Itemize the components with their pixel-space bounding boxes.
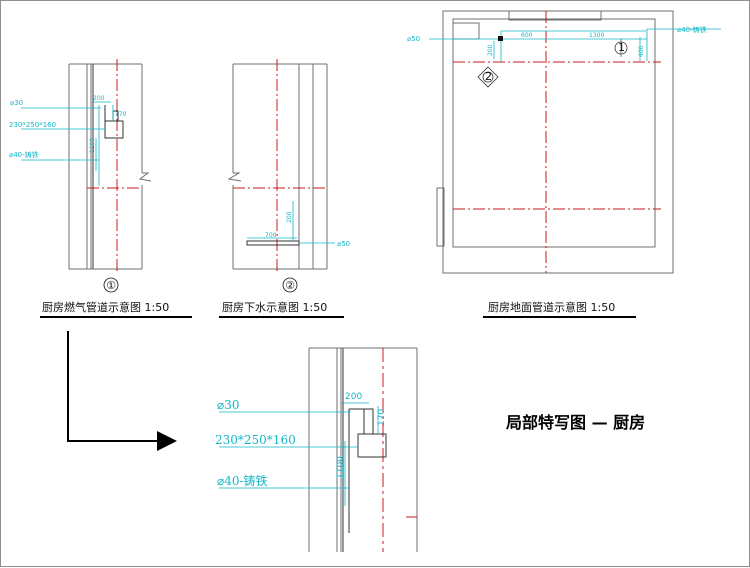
detail-dim-top: 200 xyxy=(345,392,362,402)
drain-dim-horizontal: 700 xyxy=(265,232,277,239)
marker-1: 1 xyxy=(614,39,628,57)
view-floor-plan: ⌀50 ⌀40-铸铁 600 1300 400 200 1 2 厨房地面管道示意… xyxy=(407,10,721,318)
gas-dim-top: 200 xyxy=(93,95,105,102)
plan-dim-1: 600 xyxy=(521,32,533,39)
detail-pipe-main-label: ⌀40-铸铁 xyxy=(217,473,268,488)
view-caption: 厨房下水示意图 1:50 xyxy=(222,300,327,314)
gas-meter xyxy=(104,105,124,139)
gas-box-label: 230*250*160 xyxy=(9,121,56,129)
drain-dim-vertical: 200 xyxy=(286,211,293,223)
view-number-circle xyxy=(282,277,298,293)
detail-dimension-lines xyxy=(219,402,379,506)
plan-pipe-left-label: ⌀50 xyxy=(407,35,420,43)
detail-arrow xyxy=(67,331,177,451)
view-gas-pipe: 200 170 ⌀30 230*250*160 ⌀40-铸铁 1100 ① 厨房… xyxy=(9,59,192,318)
wall-lines xyxy=(227,63,328,270)
plan-axes xyxy=(453,11,661,273)
detail-walls xyxy=(308,347,418,552)
view-number: ② xyxy=(285,279,295,292)
plan-pipe-lines xyxy=(429,28,721,62)
drain-dimension-lines xyxy=(247,201,335,244)
detail-gas-meter xyxy=(348,408,387,533)
gas-dim-side: 170 xyxy=(115,111,127,118)
view-caption: 厨房燃气管道示意图 1:50 xyxy=(42,300,169,314)
gas-pipe-main-label: ⌀40-铸铁 xyxy=(9,150,39,159)
plan-dim-2: 1300 xyxy=(589,32,604,39)
svg-text:2: 2 xyxy=(485,70,492,83)
plan-walls xyxy=(436,10,674,274)
view-number: ① xyxy=(106,279,116,292)
gas-pipe-small-label: ⌀30 xyxy=(10,99,23,107)
plan-dim-3: 400 xyxy=(638,45,645,57)
view-number-circle xyxy=(103,277,119,293)
marker-2: 2 xyxy=(477,66,499,88)
headline: 局部特写图 — 厨房 xyxy=(506,413,645,432)
gas-dim-vertical: 1100 xyxy=(89,138,96,153)
plan-dim-4: 200 xyxy=(487,44,494,56)
floor-drain xyxy=(498,36,503,41)
gas-dimension-lines xyxy=(21,101,114,171)
detail-dim-vertical: 1100 xyxy=(336,456,346,479)
drain-pipe xyxy=(246,240,300,246)
svg-text:1: 1 xyxy=(618,41,625,54)
detail-view: 200 170 ⌀30 230*250*160 ⌀40-铸铁 1100 xyxy=(215,347,418,552)
detail-pipe-small-label: ⌀30 xyxy=(217,398,240,412)
plan-pipe-right-label: ⌀40-铸铁 xyxy=(677,25,707,34)
wall-lines xyxy=(68,63,152,270)
detail-box-label: 230*250*160 xyxy=(215,433,296,447)
detail-dim-side: 170 xyxy=(377,409,387,426)
view-caption: 厨房地面管道示意图 1:50 xyxy=(488,300,615,314)
drain-pipe-label: ⌀50 xyxy=(337,240,350,248)
view-drainage: 700 200 ⌀50 ② 厨房下水示意图 1:50 xyxy=(219,59,350,318)
